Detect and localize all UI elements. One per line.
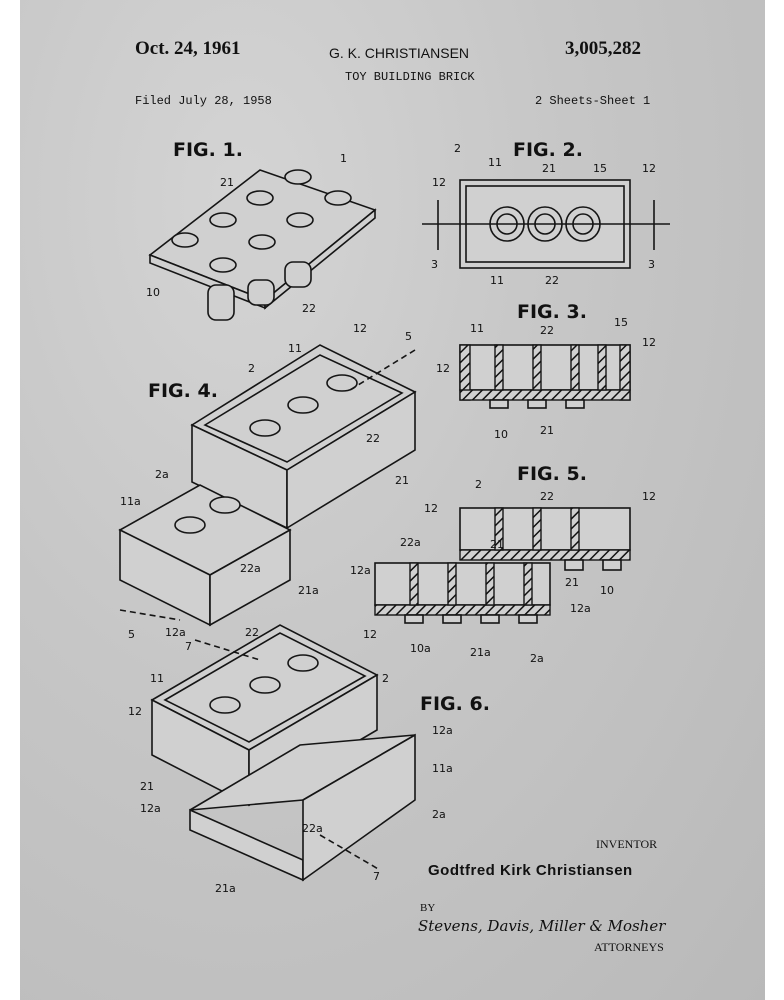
ref-label: 22: [366, 432, 380, 445]
patent-date: Oct. 24, 1961: [135, 38, 241, 59]
patent-drawings: FIG. 1. 1 21 10 22 FIG. 2.: [118, 139, 670, 895]
ref-label: 1: [340, 152, 347, 165]
ref-label: 12a: [140, 802, 161, 815]
ref-label: 22: [245, 626, 259, 639]
ref-label: 21: [542, 162, 556, 175]
ref-label: 2: [382, 672, 389, 685]
ref-label: 12: [353, 322, 367, 335]
ref-label: 11a: [432, 762, 453, 775]
ref-label: 22a: [240, 562, 261, 575]
ref-label: 12: [363, 628, 377, 641]
ref-label: 10: [600, 584, 614, 597]
fig3-label: FIG. 3.: [517, 301, 587, 323]
fig1-drawing: FIG. 1. 1 21 10 22: [146, 139, 377, 321]
ref-label: 11: [288, 342, 302, 355]
attorneys-signature: Stevens, Davis, Miller & Mosher: [418, 917, 666, 935]
fig2-drawing: FIG. 2. 2 11 21 15 12 12 3 3 11 22: [422, 139, 670, 287]
fig6-drawing: FIG. 6. 22 12 7 11 2 12 12a 11a 21 12a 2…: [128, 624, 490, 895]
fig2-label: FIG. 2.: [513, 139, 583, 161]
ref-label: 10a: [410, 642, 431, 655]
fig5-drawing: FIG. 5. 2 22 12 12 22a 21 12a 21 10 12a …: [350, 463, 656, 665]
ref-label: 12a: [432, 724, 453, 737]
ref-label: 12a: [350, 564, 371, 577]
ref-label: 21: [395, 474, 409, 487]
fig1-label: FIG. 1.: [173, 139, 243, 161]
ref-label: 2a: [155, 468, 169, 481]
ref-label: 22: [302, 302, 316, 315]
fig5-label: FIG. 5.: [517, 463, 587, 485]
patent-title: TOY BUILDING BRICK: [345, 70, 475, 84]
by-label: BY: [420, 902, 436, 914]
ref-label: 3: [431, 258, 438, 271]
fig6-label: FIG. 6.: [420, 693, 490, 715]
attorneys-label: ATTORNEYS: [594, 940, 664, 954]
ref-label: 10: [494, 428, 508, 441]
ref-label: 11: [490, 274, 504, 287]
ref-label: 12: [436, 362, 450, 375]
ref-label: 12a: [165, 626, 186, 639]
ref-label: 21: [540, 424, 554, 437]
ref-label: 12: [642, 336, 656, 349]
ref-label: 7: [185, 640, 192, 653]
ref-label: 2: [248, 362, 255, 375]
ref-label: 22a: [400, 536, 421, 549]
fig4-drawing: FIG. 4. 12 5 11 2 22 21 2a 11a 22a 21a 5…: [118, 322, 417, 641]
ref-label: 11: [470, 322, 484, 335]
ref-label: 2: [454, 142, 461, 155]
ref-label: 21: [220, 176, 234, 189]
ref-label: 11: [150, 672, 164, 685]
ref-label: 15: [614, 316, 628, 329]
ref-label: 21a: [470, 646, 491, 659]
ref-label: 2: [475, 478, 482, 491]
ref-label: 12: [642, 490, 656, 503]
ref-label: 22: [540, 324, 554, 337]
inventor-header: G. K. CHRISTIANSEN: [329, 45, 470, 61]
ref-label: 2a: [432, 808, 446, 821]
ref-label: 21: [490, 538, 504, 551]
ref-label: 21: [140, 780, 154, 793]
ref-label: 12a: [570, 602, 591, 615]
ref-label: 22a: [302, 822, 323, 835]
ref-label: 12: [128, 705, 142, 718]
ref-label: 21a: [298, 584, 319, 597]
ref-label: 11: [488, 156, 502, 169]
ref-label: 21: [565, 576, 579, 589]
fig4-label: FIG. 4.: [148, 380, 218, 402]
ref-label: 10: [146, 286, 160, 299]
filed-date: Filed July 28, 1958: [135, 94, 272, 108]
fig3-drawing: FIG. 3. 11 22 15 12 12 10 21: [436, 301, 656, 441]
inventor-label: INVENTOR: [596, 837, 658, 851]
ref-label: 22: [540, 490, 554, 503]
sheet-count: 2 Sheets-Sheet 1: [535, 94, 651, 108]
ref-label: 12: [432, 176, 446, 189]
patent-poster: Oct. 24, 1961 G. K. CHRISTIANSEN 3,005,2…: [20, 0, 765, 1000]
ref-label: 22: [545, 274, 559, 287]
patent-number: 3,005,282: [565, 38, 641, 59]
ref-label: 12: [424, 502, 438, 515]
ref-label: 7: [373, 870, 380, 883]
ref-label: 11a: [120, 495, 141, 508]
ref-label: 15: [593, 162, 607, 175]
ref-label: 2a: [530, 652, 544, 665]
ref-label: 5: [405, 330, 412, 343]
ref-label: 12: [642, 162, 656, 175]
ref-label: 21a: [215, 882, 236, 895]
ref-label: 5: [128, 628, 135, 641]
ref-label: 3: [648, 258, 655, 271]
inventor-name: Godtfred Kirk Christiansen: [428, 862, 633, 879]
